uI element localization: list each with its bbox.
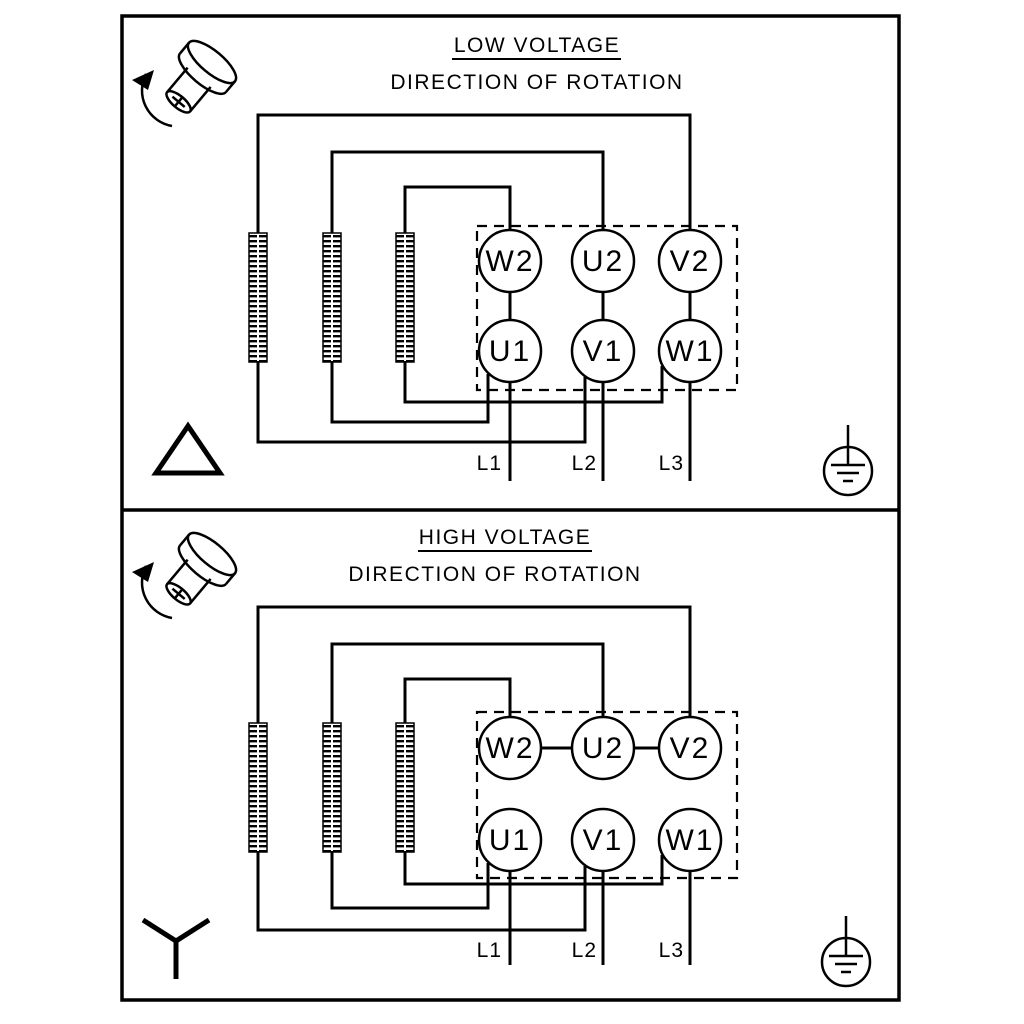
low-l1-label: L1 (477, 452, 502, 475)
low-voltage-panel: LOW VOLTAGE DIRECTION OF ROTATION (132, 34, 874, 497)
terminal-w1 (657, 318, 723, 384)
wire-w-top (403, 185, 512, 233)
coil (395, 232, 415, 363)
high-coils (248, 722, 415, 853)
low-title: LOW VOLTAGE (454, 34, 620, 57)
terminal-v2 (657, 715, 723, 781)
high-title: HIGH VOLTAGE (419, 526, 591, 549)
shaft-rotation-icon (132, 531, 238, 620)
terminal-u1-label: U1 (489, 335, 531, 368)
high-voltage-panel: HIGH VOLTAGE DIRECTION OF ROTATION (132, 526, 872, 988)
high-subtitle: DIRECTION OF ROTATION (348, 563, 641, 586)
shaft-rotation-icon (132, 39, 238, 128)
terminal-u2-label: U2 (582, 732, 624, 765)
high-l2-label: L2 (572, 939, 597, 962)
coil (322, 232, 342, 363)
terminal-w1-label: W1 (666, 824, 715, 857)
terminal-u1 (477, 807, 543, 873)
low-subtitle: DIRECTION OF ROTATION (390, 71, 683, 94)
protective-earth-icon (820, 916, 872, 988)
terminal-w2 (477, 715, 543, 781)
wire-v-bottom (256, 852, 587, 932)
coil (248, 232, 268, 363)
low-terminal-board (475, 224, 739, 392)
coil (248, 722, 268, 853)
wye-icon (141, 917, 211, 979)
wire-w-bottom (403, 852, 664, 886)
terminal-u1-label: U1 (489, 824, 531, 857)
low-l2-label: L2 (572, 452, 597, 475)
coil (395, 722, 415, 853)
terminal-w2-label: W2 (486, 732, 535, 765)
high-l3-label: L3 (659, 939, 684, 962)
high-wiring (256, 605, 692, 965)
shaft-cylinder (165, 531, 238, 606)
low-coils (248, 232, 415, 363)
shaft-cylinder (165, 39, 238, 114)
wire-v-top (256, 605, 692, 723)
wire-w-bottom (403, 362, 664, 404)
coil (322, 722, 342, 853)
wire-u-bottom (330, 362, 490, 424)
terminal-v1-label: V1 (583, 335, 624, 368)
low-wiring (256, 113, 692, 481)
terminal-v1-label: V1 (583, 824, 624, 857)
terminal-u1 (477, 318, 543, 384)
terminal-u2-label: U2 (582, 245, 624, 278)
protective-earth-icon (822, 425, 874, 497)
high-terminals: W2 U2 V2 U1 V1 W1 (477, 715, 723, 873)
rotation-arrowhead (132, 562, 154, 582)
terminal-w1-label: W1 (666, 335, 715, 368)
outer-frame (120, 14, 901, 1002)
wire-v-bottom (256, 362, 587, 444)
terminal-w1 (657, 807, 723, 873)
terminal-w2-label: W2 (486, 245, 535, 278)
low-terminals: W2 U2 V2 U1 V1 W1 (477, 228, 723, 384)
high-terminal-board (475, 710, 739, 880)
terminal-v2-label: V2 (670, 245, 711, 278)
wire-u-top (330, 642, 605, 723)
wire-u-top (330, 150, 605, 233)
delta-icon (151, 421, 225, 476)
wire-u-bottom (330, 852, 490, 910)
rotation-arrowhead (132, 70, 154, 90)
high-l1-label: L1 (477, 939, 502, 962)
low-l3-label: L3 (659, 452, 684, 475)
terminal-v1 (570, 807, 636, 873)
terminal-v2 (657, 228, 723, 294)
wire-w-top (403, 677, 512, 723)
terminal-u2 (570, 715, 636, 781)
terminal-u2 (570, 228, 636, 294)
terminal-v2-label: V2 (670, 732, 711, 765)
wire-v-top (256, 113, 692, 233)
terminal-v1 (570, 318, 636, 384)
terminal-w2 (477, 228, 543, 294)
